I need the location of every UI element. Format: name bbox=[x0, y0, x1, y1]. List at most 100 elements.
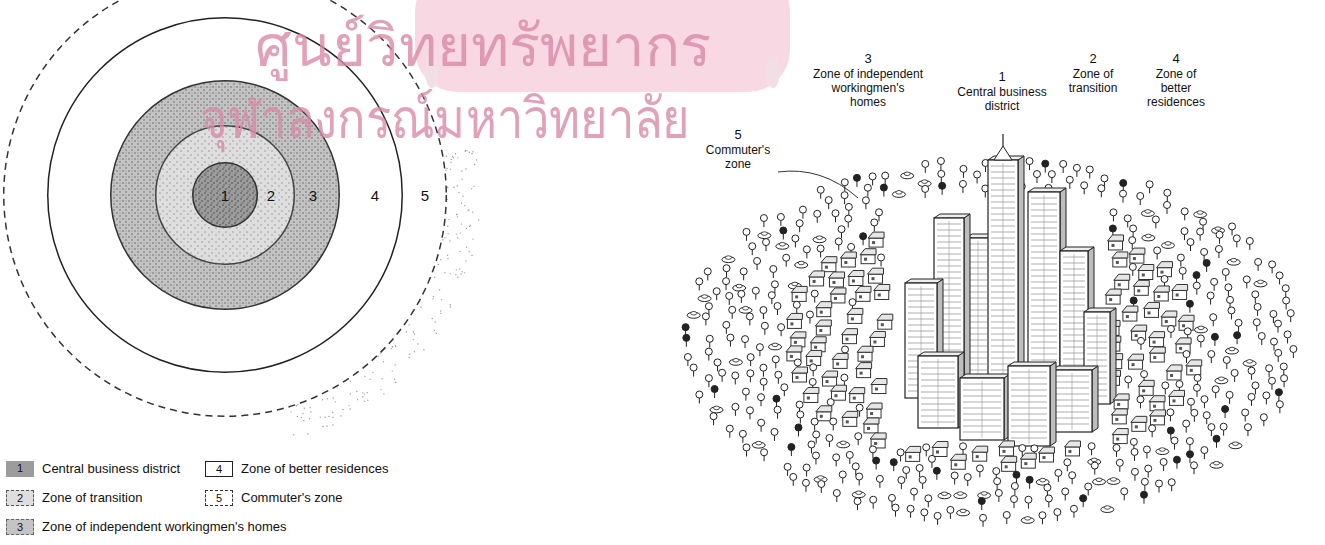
house-symbol bbox=[1144, 308, 1158, 317]
house-symbol bbox=[999, 447, 1013, 456]
tree-symbol bbox=[871, 219, 878, 226]
house-symbol bbox=[1131, 416, 1147, 422]
house-symbol bbox=[821, 257, 837, 263]
car-symbol bbox=[687, 312, 700, 318]
car-symbol bbox=[896, 191, 902, 195]
skyscraper bbox=[918, 356, 958, 428]
house-symbol bbox=[1172, 284, 1188, 290]
house-symbol bbox=[803, 387, 819, 393]
house-symbol bbox=[1113, 394, 1129, 409]
stipple-spray bbox=[350, 393, 351, 394]
house-symbol bbox=[874, 284, 890, 290]
house-symbol bbox=[1131, 416, 1147, 431]
house-symbol bbox=[841, 329, 857, 344]
tree-symbol bbox=[1011, 496, 1018, 509]
tree-symbol bbox=[922, 160, 929, 173]
tree-symbol bbox=[980, 514, 987, 527]
tree-symbol bbox=[826, 435, 833, 442]
stipple-spray bbox=[448, 219, 449, 220]
tree-symbol bbox=[1025, 496, 1032, 509]
stipple-spray bbox=[413, 331, 414, 332]
stipple-spray bbox=[297, 404, 298, 405]
tree-symbol bbox=[1054, 509, 1061, 522]
tree-symbol bbox=[835, 238, 842, 245]
tree-symbol bbox=[1234, 332, 1241, 345]
car-symbol bbox=[733, 284, 746, 291]
legend-label: Zone of better residences bbox=[241, 461, 388, 477]
tree-symbol bbox=[1268, 377, 1275, 384]
tree-symbol bbox=[1268, 377, 1275, 390]
tree-symbol bbox=[1137, 396, 1144, 403]
tree-symbol bbox=[951, 472, 958, 479]
tree-symbol bbox=[797, 411, 804, 424]
swatch-number: 3 bbox=[7, 520, 33, 535]
car-symbol bbox=[752, 442, 765, 448]
tree-symbol bbox=[806, 311, 813, 318]
house-symbol bbox=[792, 292, 806, 301]
car-symbol bbox=[1194, 327, 1207, 333]
tree-symbol bbox=[770, 265, 777, 272]
tree-symbol bbox=[1130, 438, 1137, 445]
house-symbol bbox=[810, 337, 826, 352]
tree-symbol bbox=[1208, 351, 1215, 358]
car-symbol bbox=[743, 306, 749, 310]
tree-symbol bbox=[1110, 209, 1117, 222]
tree-symbol bbox=[1149, 425, 1156, 438]
tree-symbol bbox=[1130, 225, 1137, 238]
stipple-spray bbox=[464, 272, 465, 273]
tree-symbol bbox=[1026, 158, 1033, 165]
tree-symbol bbox=[1242, 409, 1249, 422]
tree-symbol bbox=[1201, 248, 1208, 255]
car-symbol bbox=[756, 441, 762, 445]
house-symbol bbox=[951, 460, 965, 469]
car-symbol bbox=[813, 237, 826, 243]
tree-symbol bbox=[870, 496, 877, 509]
tree-symbol bbox=[818, 480, 825, 487]
house-symbol bbox=[1186, 360, 1202, 366]
stipple-spray bbox=[383, 361, 384, 362]
house-symbol bbox=[850, 394, 864, 403]
car-symbol bbox=[1162, 242, 1175, 249]
tree-symbol bbox=[923, 444, 930, 457]
tree-symbol bbox=[1191, 462, 1198, 475]
tree-symbol bbox=[907, 505, 914, 518]
tree-symbol bbox=[1223, 356, 1230, 363]
tree-symbol bbox=[760, 378, 767, 391]
house-symbol bbox=[860, 372, 863, 375]
tree-symbol bbox=[853, 174, 860, 187]
car-symbol bbox=[776, 242, 789, 249]
tree-symbol bbox=[726, 425, 733, 438]
tree-symbol bbox=[1275, 349, 1282, 356]
house-symbol bbox=[1170, 396, 1184, 405]
house-symbol bbox=[1109, 298, 1112, 301]
tree-symbol bbox=[1284, 331, 1291, 338]
house-symbol bbox=[815, 320, 831, 326]
car-symbol bbox=[798, 261, 804, 265]
tree-symbol bbox=[1186, 300, 1193, 313]
stipple-spray bbox=[322, 426, 323, 427]
car-symbol bbox=[1156, 448, 1169, 455]
tree-symbol bbox=[1201, 396, 1208, 409]
tree-symbol bbox=[705, 348, 712, 361]
house-symbol bbox=[804, 393, 818, 402]
car-symbol bbox=[941, 492, 947, 496]
stipple-spray bbox=[455, 274, 456, 275]
tree-symbol bbox=[1269, 261, 1276, 274]
stipple-spray bbox=[457, 237, 458, 238]
house-symbol bbox=[795, 295, 798, 298]
tree-symbol bbox=[1188, 398, 1195, 405]
stipple-spray bbox=[453, 187, 454, 188]
house-symbol bbox=[1173, 399, 1176, 402]
tree-symbol bbox=[1280, 363, 1287, 376]
house-symbol bbox=[866, 403, 882, 418]
house-symbol bbox=[816, 406, 832, 421]
stipple-spray bbox=[461, 223, 462, 224]
tree-symbol bbox=[1211, 278, 1218, 291]
tree-symbol bbox=[1064, 459, 1071, 472]
tree-symbol bbox=[1145, 465, 1152, 478]
tree-symbol bbox=[934, 512, 941, 519]
skyscraper bbox=[1052, 366, 1098, 370]
tree-symbol bbox=[803, 246, 810, 259]
house-symbol bbox=[1107, 235, 1123, 241]
skyscraper bbox=[1052, 370, 1092, 432]
